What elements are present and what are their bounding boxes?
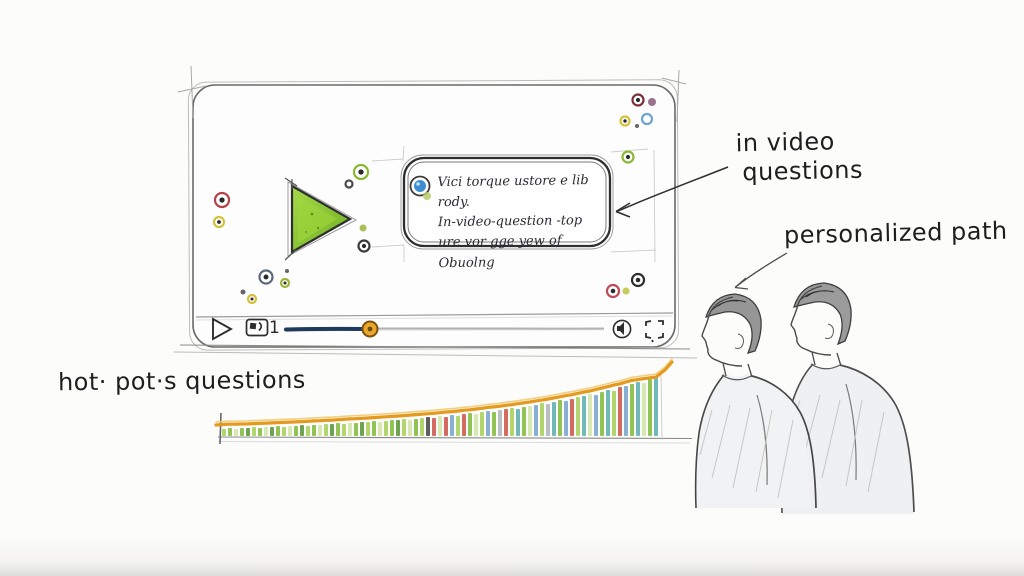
trend-curve <box>214 358 674 427</box>
playhead-knob[interactable] <box>361 320 379 338</box>
dialog-line: ure vor gge yew of Obuolng <box>438 233 562 271</box>
label-line: in video <box>735 127 836 158</box>
dialog-line: Vici torque ustore e lib rody. <box>437 173 589 211</box>
volume-icon[interactable] <box>612 319 632 339</box>
in-video-question-dialog[interactable] <box>371 145 657 263</box>
hotspot-chart <box>214 358 693 445</box>
dialog-text: Vici torque ustore e lib rody. In-video-… <box>437 171 606 274</box>
play-button[interactable] <box>212 317 233 341</box>
in-video-questions-arrow <box>615 166 729 218</box>
question-marker-icon <box>409 175 431 197</box>
progress-bar[interactable] <box>284 326 605 333</box>
label-line: questions <box>742 155 864 186</box>
player-control-bar <box>212 317 664 343</box>
person-sketch-left <box>694 293 817 509</box>
dialog-line: In-video-question -top <box>437 213 583 231</box>
hotspot-bars <box>222 377 658 436</box>
personalized-path-arrow <box>734 252 788 290</box>
scatter-dots <box>212 93 656 305</box>
scenes-badge-icon[interactable] <box>245 318 269 337</box>
label-personalized-path: personalized path <box>783 216 1008 250</box>
label-hotspots-questions: hot· pot·s questions <box>57 365 306 397</box>
chapter-number: 1 <box>269 318 280 338</box>
label-in-video-questions: in video questions <box>735 127 863 187</box>
fullscreen-icon[interactable] <box>645 320 664 343</box>
play-triangle-icon[interactable] <box>284 177 358 261</box>
